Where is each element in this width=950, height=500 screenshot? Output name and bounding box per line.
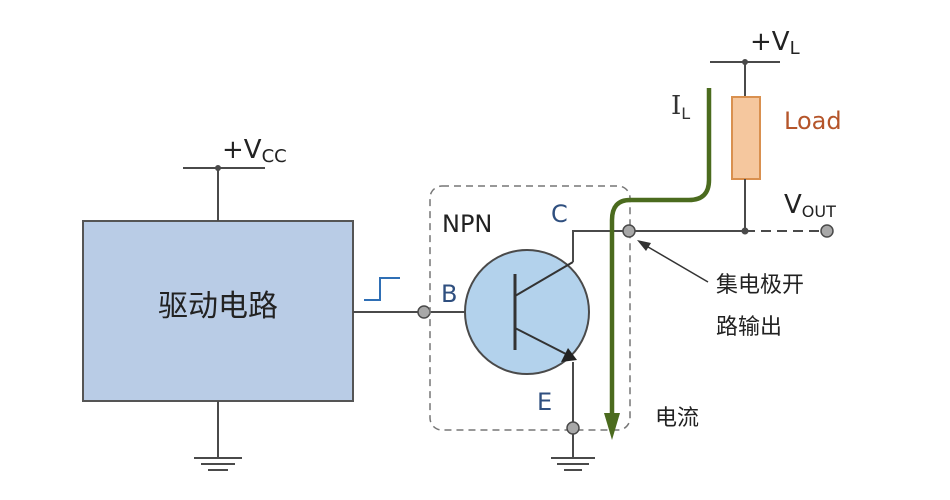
vout-v: V	[784, 190, 802, 220]
il-sub: L	[681, 104, 690, 123]
current-arrowhead-icon	[604, 413, 620, 440]
npn-emitter-arrow-icon	[561, 348, 577, 362]
collector-wire	[572, 230, 745, 262]
base-label: B	[441, 280, 457, 308]
driver-circuit-block	[82, 220, 354, 402]
npn-emitter-lead	[514, 327, 567, 355]
vcc-plus: +	[222, 135, 244, 165]
current-path-arrow	[609, 88, 712, 415]
vcc-v: V	[244, 135, 262, 165]
open-collector-label-line1: 集电极开	[716, 273, 804, 298]
emitter-label: E	[537, 388, 552, 416]
vl-plus: +	[750, 27, 772, 57]
base-node	[417, 305, 431, 319]
load-label: Load	[784, 107, 842, 135]
vl-node	[742, 59, 748, 65]
current-label: 电流	[655, 406, 699, 431]
il-i: I	[671, 91, 681, 121]
vcc-node	[215, 165, 221, 171]
open-collector-pointer-arrow-icon	[637, 240, 651, 251]
npn-collector-lead	[514, 261, 574, 297]
open-collector-pointer	[642, 243, 709, 283]
driver-circuit-label: 驱动电路	[158, 289, 278, 324]
collector-node	[622, 224, 636, 238]
emitter-ground-icon	[551, 457, 595, 471]
npn-package-boundary	[429, 185, 631, 431]
npn-transistor-body	[464, 249, 590, 375]
open-collector-label-line2: 路输出	[716, 315, 782, 340]
vout-sub: OUT	[802, 202, 836, 221]
npn-label: NPN	[442, 210, 492, 238]
vl-v: V	[772, 27, 790, 57]
driver-ground-icon	[194, 457, 242, 471]
step-signal-icon	[364, 277, 400, 301]
vcc-sub: CC	[262, 146, 287, 167]
vout-label: VOUT	[784, 190, 836, 221]
vout-node	[820, 224, 834, 238]
vl-label: +VL	[750, 27, 800, 59]
vcc-label: +VCC	[222, 135, 287, 167]
collector-label: C	[551, 200, 568, 228]
load-resistor	[731, 96, 761, 180]
emitter-node	[566, 421, 580, 435]
vl-sub: L	[790, 38, 800, 59]
il-label: IL	[671, 91, 690, 123]
